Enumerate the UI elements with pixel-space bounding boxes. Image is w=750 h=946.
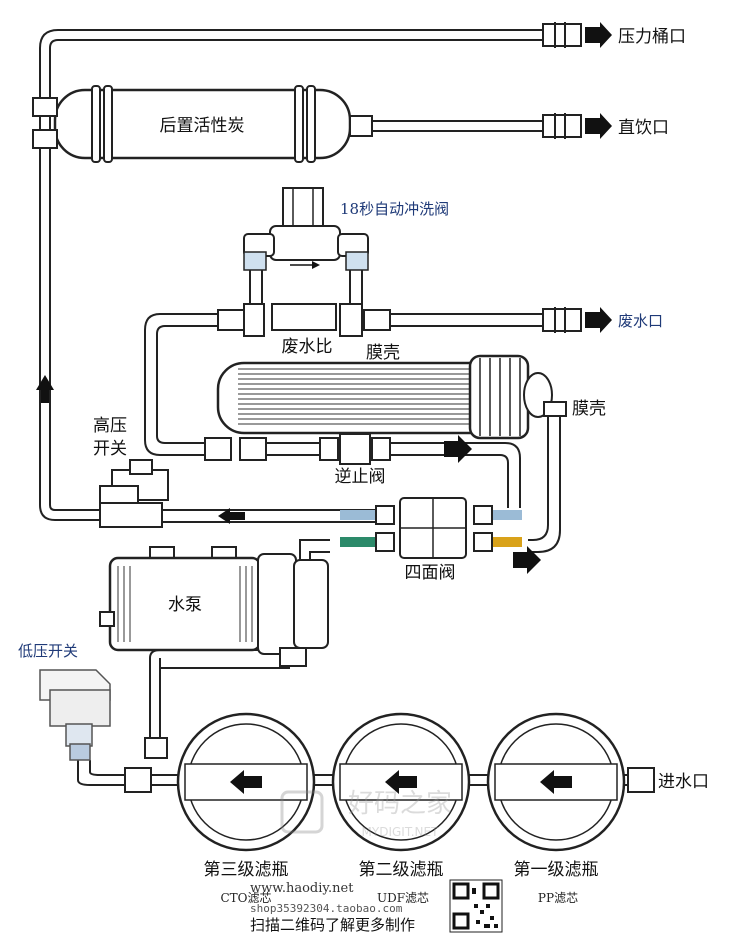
flush-valve: 18秒自动冲洗阀: [243, 187, 449, 271]
waste-ratio-label: 废水比: [282, 337, 333, 357]
low-pressure-switch: 低压开关: [18, 642, 111, 761]
watermark-center: 好码之家: [348, 789, 452, 819]
arrow-right-icon: [585, 307, 612, 333]
cto-core-label: CTO滤芯: [220, 891, 271, 905]
inlet-label: 进水口: [658, 772, 709, 792]
arrow-left-icon: [540, 770, 572, 794]
water-pump: 水泵: [99, 546, 329, 667]
pressure-tank-port: 压力桶口: [542, 22, 686, 48]
stage2-label: 第二级滤瓶: [359, 860, 444, 880]
high-pressure-switch: 高压 开关: [93, 416, 169, 528]
watermark-site: www.haodiy.net: [250, 881, 354, 896]
membrane-housing-label-top: 膜壳: [366, 343, 400, 363]
qr-code: [449, 879, 503, 933]
flush-valve-label: 18秒自动冲洗阀: [340, 200, 449, 218]
waste-port-label: 废水口: [618, 312, 663, 330]
four-way-valve: 四面阀: [340, 497, 541, 583]
check-valve: 逆止阀: [319, 433, 472, 487]
stage1-label: 第一级滤瓶: [514, 860, 599, 880]
filter-bottle-1: 第一级滤瓶: [486, 712, 626, 880]
check-valve-label: 逆止阀: [335, 467, 386, 487]
low-pressure-switch-label: 低压开关: [18, 642, 78, 660]
stage3-label: 第三级滤瓶: [204, 860, 289, 880]
pp-core-label: PP滤芯: [538, 891, 578, 905]
watermark-center-en: MYDIGIT.NET: [362, 825, 440, 839]
pump-label: 水泵: [168, 595, 202, 615]
high-pressure-switch-label-1: 高压: [93, 416, 127, 436]
watermark-scan-text: 扫描二维码了解更多制作: [250, 916, 415, 934]
arrow-right-icon: [312, 261, 320, 269]
pipe-network: [39, 29, 640, 786]
arrow-right-icon: [585, 22, 612, 48]
filter-bottle-3: 第三级滤瓶: [176, 712, 316, 880]
filter-bottle-2: 第二级滤瓶: [331, 712, 471, 880]
four-way-valve-label: 四面阀: [405, 563, 456, 583]
drink-port-label: 直饮口: [618, 118, 669, 138]
waste-ratio-valve: 废水比: [217, 303, 391, 357]
post-carbon-label: 后置活性炭: [160, 116, 245, 136]
pressure-tank-port-label: 压力桶口: [618, 27, 686, 47]
arrow-left-icon: [385, 770, 417, 794]
udf-core-label: UDF滤芯: [377, 891, 429, 905]
post-activated-carbon-filter: 后置活性炭: [32, 85, 373, 163]
waste-port: 废水口: [542, 307, 663, 333]
drink-port: 直饮口: [542, 113, 669, 139]
arrow-left-icon: [218, 508, 245, 524]
membrane-housing: 膜壳 膜壳: [204, 343, 606, 461]
arrow-left-icon: [230, 770, 262, 794]
membrane-housing-label-side: 膜壳: [572, 399, 606, 419]
watermark: 好码之家 MYDIGIT.NET: [280, 789, 452, 839]
arrow-right-icon: [585, 113, 612, 139]
high-pressure-switch-label-2: 开关: [93, 439, 127, 459]
arrow-right-icon: [444, 435, 472, 463]
arrow-up-icon: [36, 375, 54, 403]
watermark-shop: shop35392304.taobao.com: [250, 902, 403, 915]
arrow-right-icon: [513, 546, 541, 574]
